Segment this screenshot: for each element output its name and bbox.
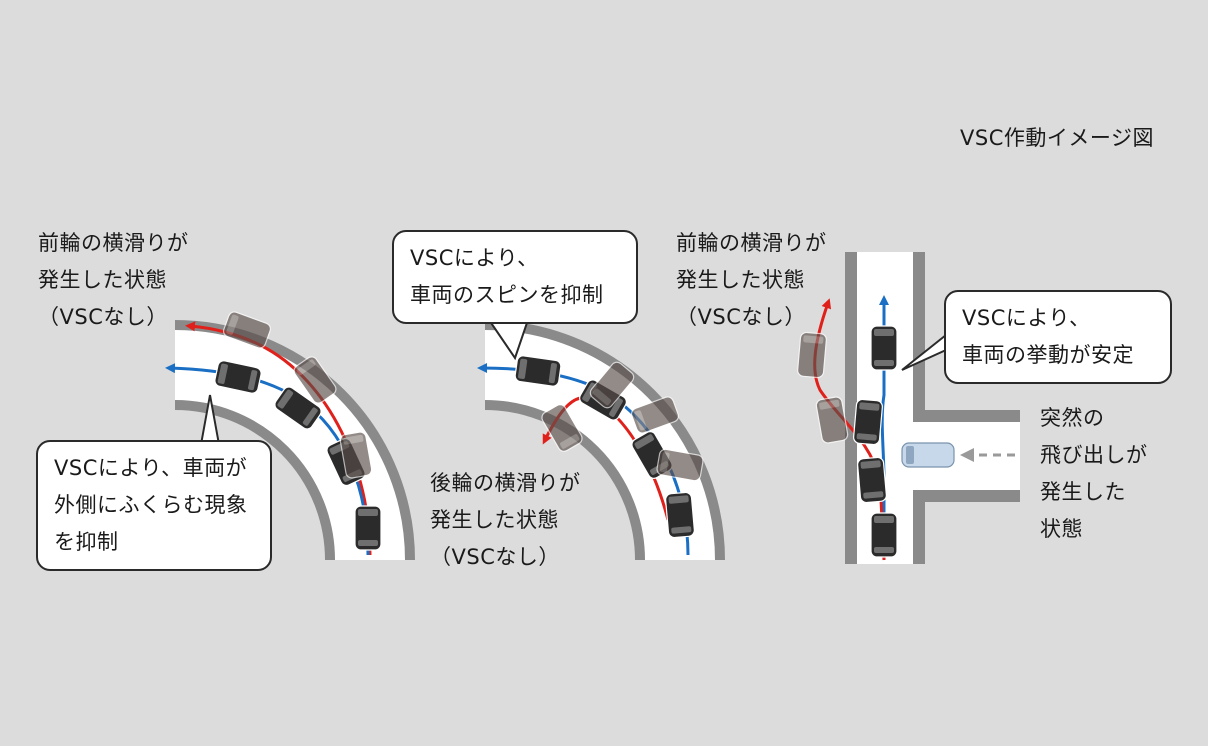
intruder-car: [901, 442, 955, 468]
panel-3-callout-line: 車両の挙動が安定: [962, 343, 1134, 367]
panel-3-label-line: 前輪の横滑りが: [676, 231, 827, 255]
panel-2-callout-line: 車両のスピンを抑制: [410, 283, 604, 307]
panel-1-label: 前輪の横滑りが 発生した状態 （VSCなし）: [38, 225, 189, 336]
panel-2-label-line: 後輪の横滑りが: [430, 471, 581, 495]
panel-3-hazard-line: 状態: [1040, 517, 1083, 541]
panel-3-hazard-label: 突然の 飛び出しが 発生した 状態: [1040, 400, 1148, 548]
panel-3-hazard-line: 発生した: [1040, 480, 1126, 504]
panel-1-label-line: 前輪の横滑りが: [38, 231, 189, 255]
panel-3-callout: VSCにより、 車両の挙動が安定: [944, 290, 1172, 384]
panel-3-label: 前輪の横滑りが 発生した状態 （VSCなし）: [676, 225, 827, 336]
panel-3-hazard-line: 突然の: [1040, 406, 1105, 430]
panel-2-label-line: （VSCなし）: [430, 545, 560, 569]
panel-3-label-line: （VSCなし）: [676, 305, 806, 329]
panel-1-callout-line: 外側にふくらむ現象: [54, 493, 248, 517]
panel-2-callout: VSCにより、 車両のスピンを抑制: [392, 230, 638, 324]
panel-2-label-line: 発生した状態: [430, 508, 559, 532]
panel-1-label-line: 発生した状態: [38, 268, 167, 292]
panel-1-label-line: （VSCなし）: [38, 305, 168, 329]
panel-1-callout: VSCにより、車両が 外側にふくらむ現象 を抑制: [36, 440, 272, 571]
panel-1-callout-line: を抑制: [54, 530, 119, 554]
panel-2-label: 後輪の横滑りが 発生した状態 （VSCなし）: [430, 465, 581, 576]
panel-3-label-line: 発生した状態: [676, 268, 805, 292]
panel-3-hazard-line: 飛び出しが: [1040, 443, 1148, 467]
page-title: VSC作動イメージ図: [960, 126, 1154, 150]
panel-2-callout-line: VSCにより、: [410, 246, 539, 270]
panel-3-callout-line: VSCにより、: [962, 306, 1091, 330]
panel-1-callout-line: VSCにより、車両が: [54, 456, 248, 480]
